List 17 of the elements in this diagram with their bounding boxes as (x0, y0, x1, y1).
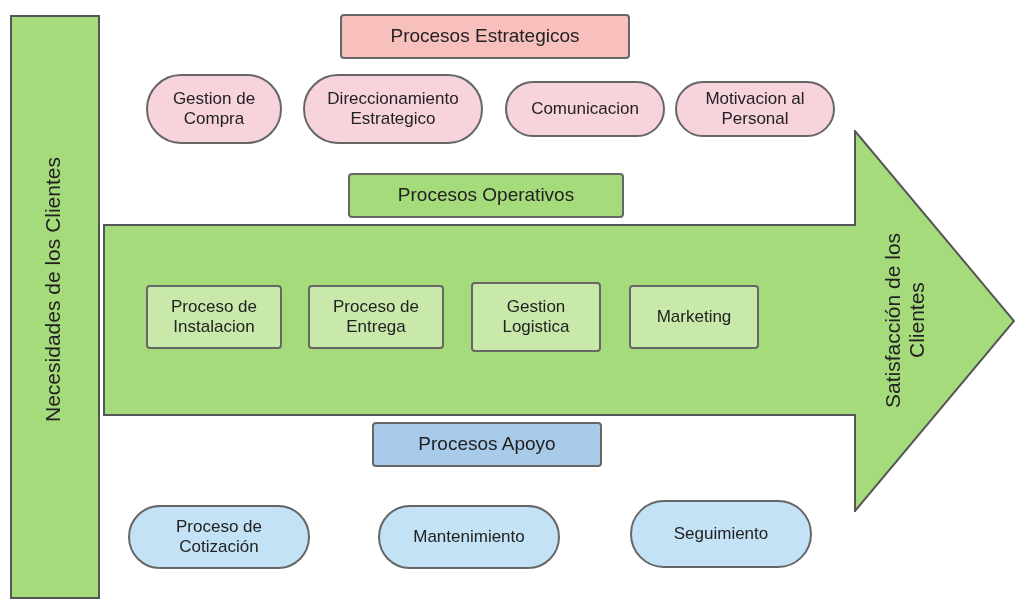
group-header: Procesos Estrategicos (340, 14, 630, 59)
process-pill: Gestion de Compra (146, 74, 282, 144)
group-header: Procesos Apoyo (372, 422, 602, 467)
process-pill: Direccionamiento Estrategico (303, 74, 483, 144)
process-pill: Proceso de Cotización (128, 505, 310, 569)
process-pill: Seguimiento (630, 500, 812, 568)
process-pill: Motivacion al Personal (675, 81, 835, 137)
arrow-label: Satisfacción de los Clientes (881, 231, 929, 410)
process-box: Proceso de Instalacion (146, 285, 282, 349)
process-box: Proceso de Entrega (308, 285, 444, 349)
process-box: Marketing (629, 285, 759, 349)
process-pill: Mantenimiento (378, 505, 560, 569)
process-pill: Comunicacion (505, 81, 665, 137)
group-header: Procesos Operativos (348, 173, 624, 218)
banner-label: Necesidades de los Clientes (40, 157, 65, 422)
side-banner (10, 15, 100, 599)
process-box: Gestion Logistica (471, 282, 601, 352)
